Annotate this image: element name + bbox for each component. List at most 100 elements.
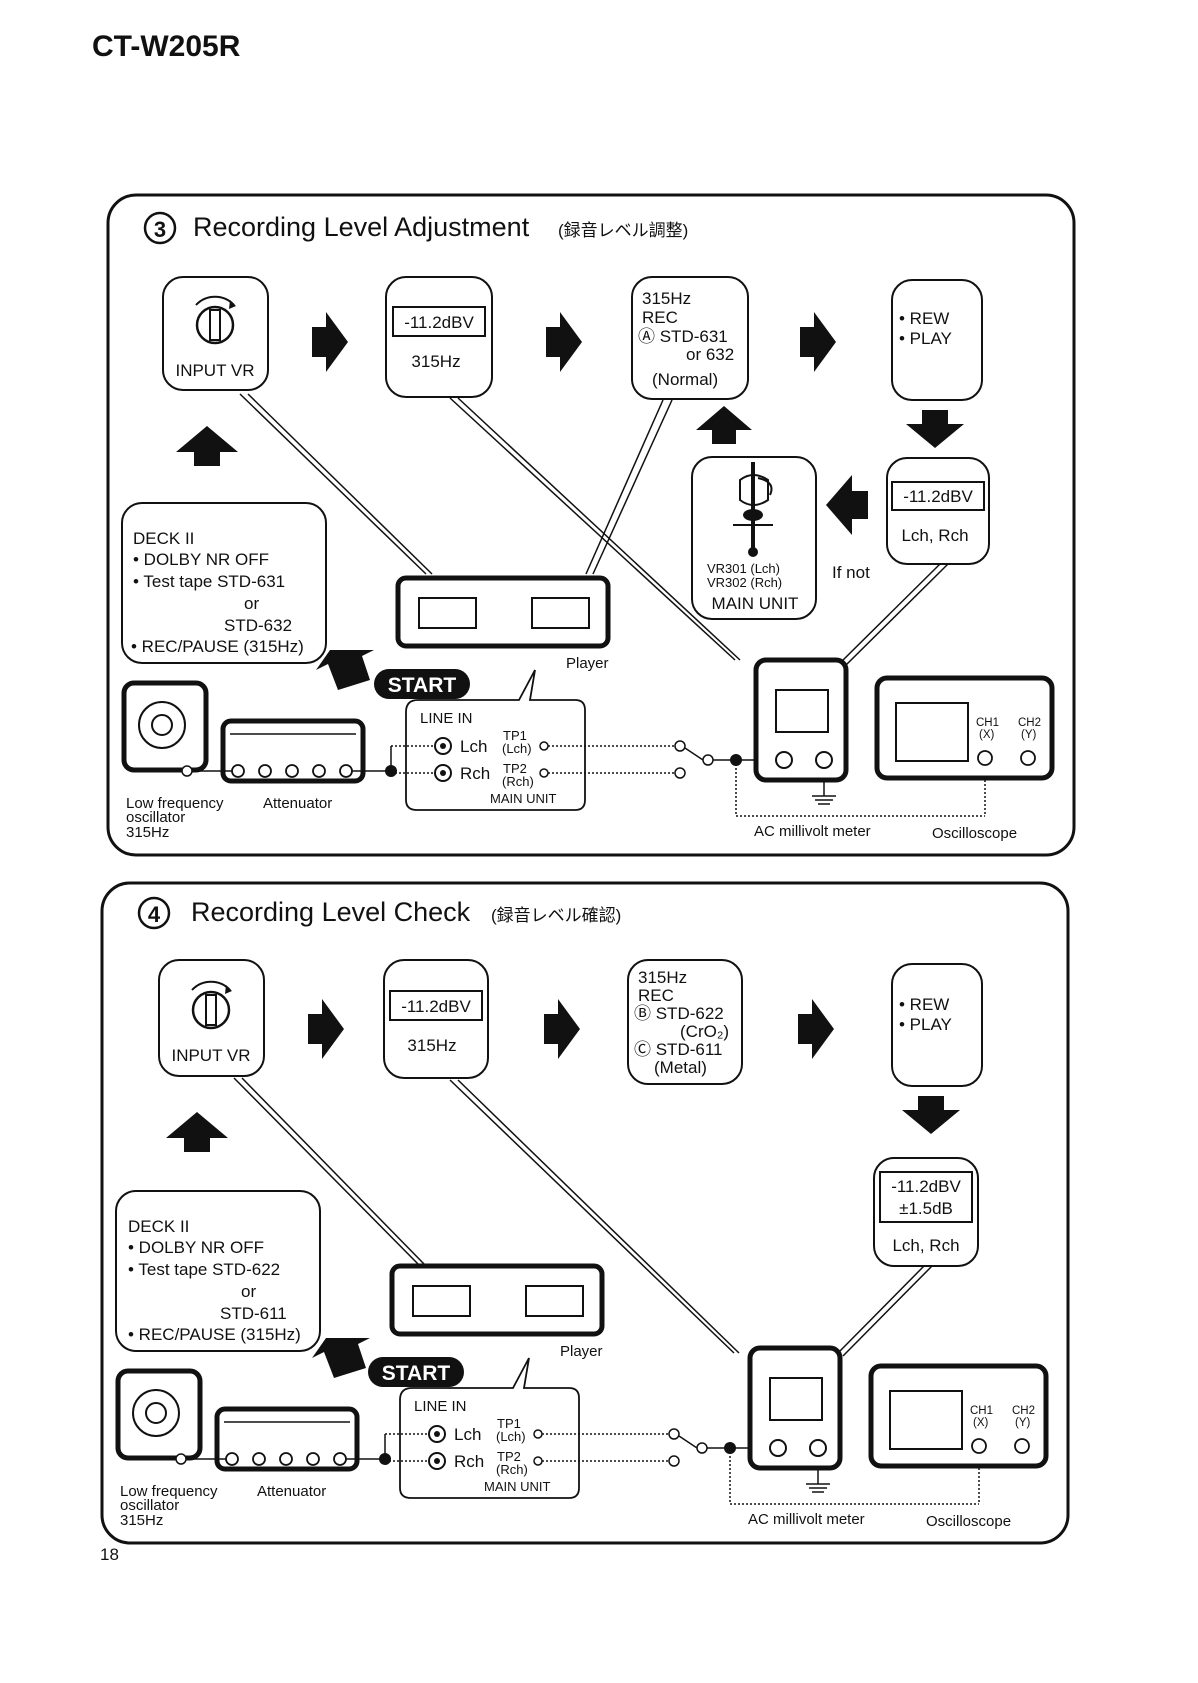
arrow-right-icon	[800, 312, 836, 372]
arrow-right-icon	[308, 999, 344, 1059]
vr301-label: VR301 (Lch)	[707, 561, 780, 576]
oscillator-label: Low frequency	[126, 795, 224, 812]
ch2-sub: (Y)	[1021, 729, 1037, 741]
level-freq: 315Hz	[411, 352, 460, 371]
main-unit-label: MAIN UNIT	[712, 594, 799, 613]
arrow-diagonal-icon	[316, 650, 374, 690]
ch1-label: CH1	[970, 1405, 993, 1417]
oscillator-label: oscillator	[120, 1497, 179, 1514]
connector-lines	[233, 1077, 933, 1357]
meter-reading-value: -11.2dBV	[903, 487, 973, 506]
level-display	[392, 306, 486, 337]
deck-line: • Test tape STD-631	[133, 572, 285, 591]
attenuator-label: Attenuator	[257, 1483, 326, 1500]
tp2-sub: (Rch)	[496, 1462, 528, 1477]
level-freq: 315Hz	[407, 1036, 456, 1055]
deck-line: DECK II	[128, 1217, 189, 1236]
tp2-sub: (Rch)	[502, 774, 534, 789]
rec-line: Ⓐ STD-631	[638, 327, 728, 346]
arrow-up-icon	[176, 426, 238, 466]
input-vr-box	[162, 276, 269, 391]
rch-jack	[434, 764, 452, 782]
start-badge	[368, 1357, 464, 1387]
rec-line: (CrO₂)	[680, 1022, 729, 1041]
rec-line: REC	[642, 308, 678, 327]
ch2-label: CH2	[1018, 717, 1041, 729]
ac-millivolt-meter	[753, 657, 849, 783]
page-number: 18	[100, 1545, 119, 1564]
play-item: • PLAY	[899, 329, 952, 348]
rec-box	[627, 959, 743, 1085]
deck-line: STD-611	[220, 1304, 287, 1323]
deck-line: • DOLBY NR OFF	[128, 1238, 264, 1257]
panel-title: Recording Level Check	[191, 897, 471, 927]
input-vr-box	[158, 959, 265, 1077]
oscillator-label: 315Hz	[120, 1512, 163, 1529]
ch1-sub: (X)	[973, 1417, 989, 1429]
arrow-left-icon	[826, 475, 868, 535]
play-item: • PLAY	[899, 1015, 952, 1034]
rec-line: 315Hz	[642, 289, 691, 308]
step-number: 3	[154, 217, 166, 242]
tp1-sub: (Lch)	[496, 1429, 526, 1444]
lch-jack	[428, 1425, 446, 1443]
rec-box	[631, 276, 749, 400]
arrow-right-icon	[544, 999, 580, 1059]
start-label: START	[382, 1362, 451, 1385]
deck-line: or	[244, 594, 259, 613]
start-label: START	[388, 674, 457, 697]
rew-item: • REW	[899, 995, 949, 1014]
ch2-sub: (Y)	[1015, 1417, 1031, 1429]
arrow-up-icon	[696, 406, 752, 444]
panel-recording-level-adjustment: 3 Recording Level Adjustment (録音レベル調整) I…	[106, 193, 1076, 857]
arrow-right-icon	[798, 999, 834, 1059]
rch-label: Rch	[454, 1452, 484, 1471]
player-deck	[395, 575, 611, 649]
player-deck	[389, 1263, 605, 1337]
knob-icon	[191, 980, 232, 1030]
signal-wiring	[192, 745, 986, 817]
oscillator-device	[121, 680, 209, 777]
deck-line: • REC/PAUSE (315Hz)	[131, 637, 304, 656]
deck-line: or	[241, 1282, 256, 1301]
tp2-label: TP2	[497, 1449, 521, 1464]
player-label: Player	[560, 1343, 603, 1360]
if-not-label: If not	[832, 563, 870, 582]
main-unit-label: MAIN UNIT	[490, 791, 557, 806]
lch-label: Lch	[460, 737, 487, 756]
oscillator-device	[115, 1368, 203, 1465]
panel-title: Recording Level Adjustment	[193, 212, 530, 242]
document-title: CT-W205R	[92, 30, 241, 63]
panel-title-jp: (録音レベル確認)	[491, 906, 621, 925]
vr302-label: VR302 (Rch)	[707, 575, 782, 590]
oscillator-label: 315Hz	[126, 824, 169, 841]
deck-line: • Test tape STD-622	[128, 1260, 280, 1279]
screwdriver-icon	[733, 462, 773, 557]
ch1-sub: (X)	[979, 729, 995, 741]
oscilloscope-label: Oscilloscope	[932, 825, 1017, 842]
attenuator-device	[214, 1406, 360, 1472]
deck-line: DECK II	[133, 529, 194, 548]
meter-reading-display	[879, 1171, 973, 1223]
rew-play-box	[891, 279, 983, 401]
knob-icon	[195, 295, 236, 345]
rew-play-box	[891, 963, 983, 1087]
step-number: 4	[148, 902, 161, 927]
rec-line: or 632	[686, 345, 734, 364]
player-label: Player	[566, 655, 609, 672]
meter-reading-box	[873, 1157, 979, 1267]
rec-line: Ⓑ STD-622	[634, 1004, 724, 1023]
connector-lines	[239, 393, 949, 669]
rch-label: Rch	[460, 764, 490, 783]
rew-item: • REW	[899, 309, 949, 328]
tp1-sub: (Lch)	[502, 741, 532, 756]
panel-recording-level-check: 4 Recording Level Check (録音レベル確認) INPUT …	[100, 881, 1070, 1545]
step-number-badge	[143, 211, 177, 245]
panel-frame	[106, 193, 1076, 857]
level-value: -11.2dBV	[404, 313, 474, 332]
start-badge	[374, 669, 470, 699]
line-in-title: LINE IN	[414, 1398, 467, 1415]
deck-settings-box	[115, 1190, 321, 1352]
rec-line: 315Hz	[638, 968, 687, 987]
deck-line: • REC/PAUSE (315Hz)	[128, 1325, 301, 1344]
